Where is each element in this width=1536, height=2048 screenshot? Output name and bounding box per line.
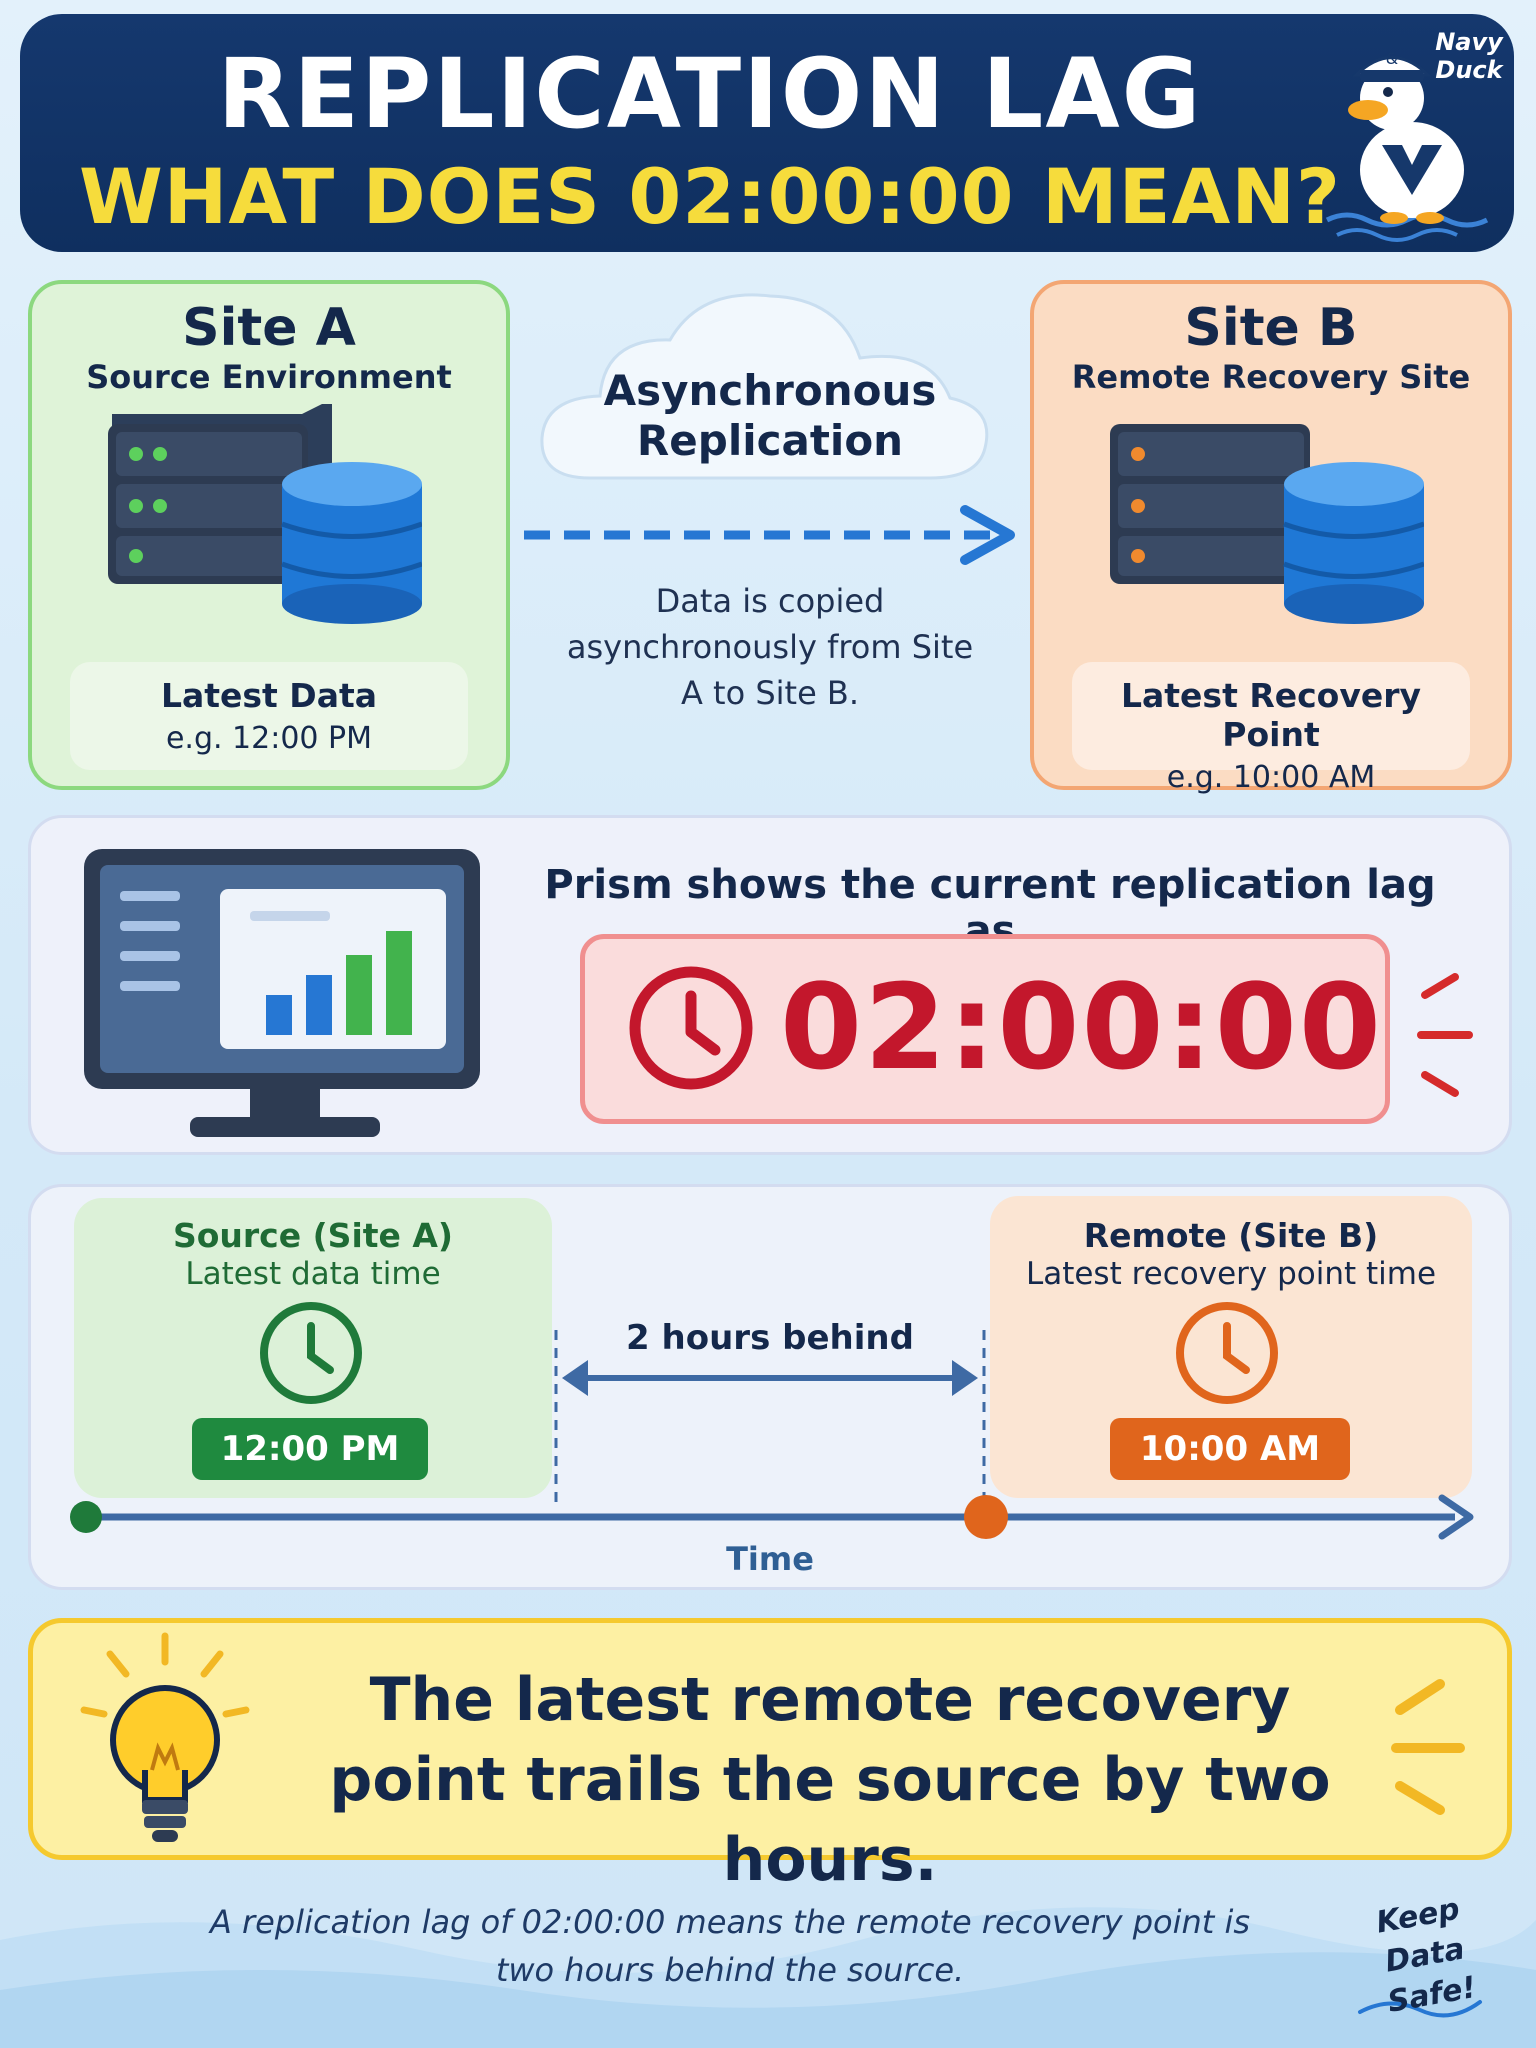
site-b-title: Site B xyxy=(1184,298,1358,358)
footer-text: A replication lag of 02:00:00 means the … xyxy=(209,1903,1251,1989)
source-subtitle: Latest data time xyxy=(185,1256,441,1292)
server-database-icon xyxy=(1110,424,1424,624)
server-database-icon xyxy=(108,404,422,624)
site-a-subtitle: Source Environment xyxy=(86,358,452,396)
site-a-info-box: Latest Data e.g. 12:00 PM xyxy=(70,662,468,770)
clock-icon xyxy=(1176,1302,1278,1404)
remote-time-card: Remote (Site B) Latest recovery point ti… xyxy=(990,1196,1472,1498)
page-subtitle: WHAT DOES 02:00:00 MEAN? xyxy=(78,152,1342,241)
clock-icon xyxy=(260,1302,362,1404)
remote-subtitle: Latest recovery point time xyxy=(1025,1256,1437,1292)
svg-text:&: & xyxy=(1386,49,1398,68)
source-time-pill: 12:00 PM xyxy=(192,1418,428,1480)
site-b-subtitle: Remote Recovery Site xyxy=(1071,358,1471,396)
arrow-right-icon xyxy=(524,505,1015,565)
emphasis-marks-icon xyxy=(1391,1679,1465,1815)
time-axis xyxy=(70,1494,1474,1540)
gap-label: 2 hours behind xyxy=(626,1318,914,1358)
mascot-label: Navy Duck xyxy=(1435,28,1503,84)
site-b-info-value: e.g. 10:00 AM xyxy=(1166,760,1376,795)
site-a-title: Site A xyxy=(182,298,356,358)
time-axis-label: Time xyxy=(726,1540,814,1578)
replication-description: Data is copied asynchronously from Site … xyxy=(566,582,974,712)
wave-decoration xyxy=(0,1907,1536,2048)
source-title: Source (Site A) xyxy=(172,1216,454,1255)
site-a-info-value: e.g. 12:00 PM xyxy=(165,721,373,756)
header-banner: REPLICATION LAG WHAT DOES 02:00:00 MEAN? xyxy=(20,14,1514,252)
lightbulb-icon xyxy=(80,1632,250,1842)
lag-value: 02:00:00 xyxy=(780,958,1384,1096)
site-b-card: Site B Remote Recovery Site Latest Recov… xyxy=(1030,280,1512,795)
monitor-chart-icon xyxy=(84,849,480,1137)
takeaway-box xyxy=(28,1618,1512,1860)
remote-time-pill: 10:00 AM xyxy=(1110,1418,1350,1480)
site-b-info-box: Latest Recovery Point e.g. 10:00 AM xyxy=(1072,662,1470,795)
takeaway-text: The latest remote recovery point trails … xyxy=(329,1665,1331,1895)
clock-icon xyxy=(629,966,753,1090)
keep-safe-underline xyxy=(1358,2000,1482,2018)
site-a-info-label: Latest Data xyxy=(160,676,378,715)
remote-title: Remote (Site B) xyxy=(1083,1216,1379,1255)
alert-marks-icon xyxy=(1417,973,1473,1097)
replication-title: Asynchronous Replication xyxy=(603,366,937,465)
site-b-info-label: Latest Recovery Point xyxy=(1120,676,1422,754)
lag-value-box xyxy=(580,934,1390,1124)
duck-mascot-icon: & xyxy=(1325,49,1489,242)
site-a-card: Site A Source Environment Latest Data e.… xyxy=(28,280,510,790)
gap-indicator xyxy=(554,1330,986,1510)
page-title: REPLICATION LAG xyxy=(217,38,1203,150)
cloud-icon xyxy=(540,293,989,480)
